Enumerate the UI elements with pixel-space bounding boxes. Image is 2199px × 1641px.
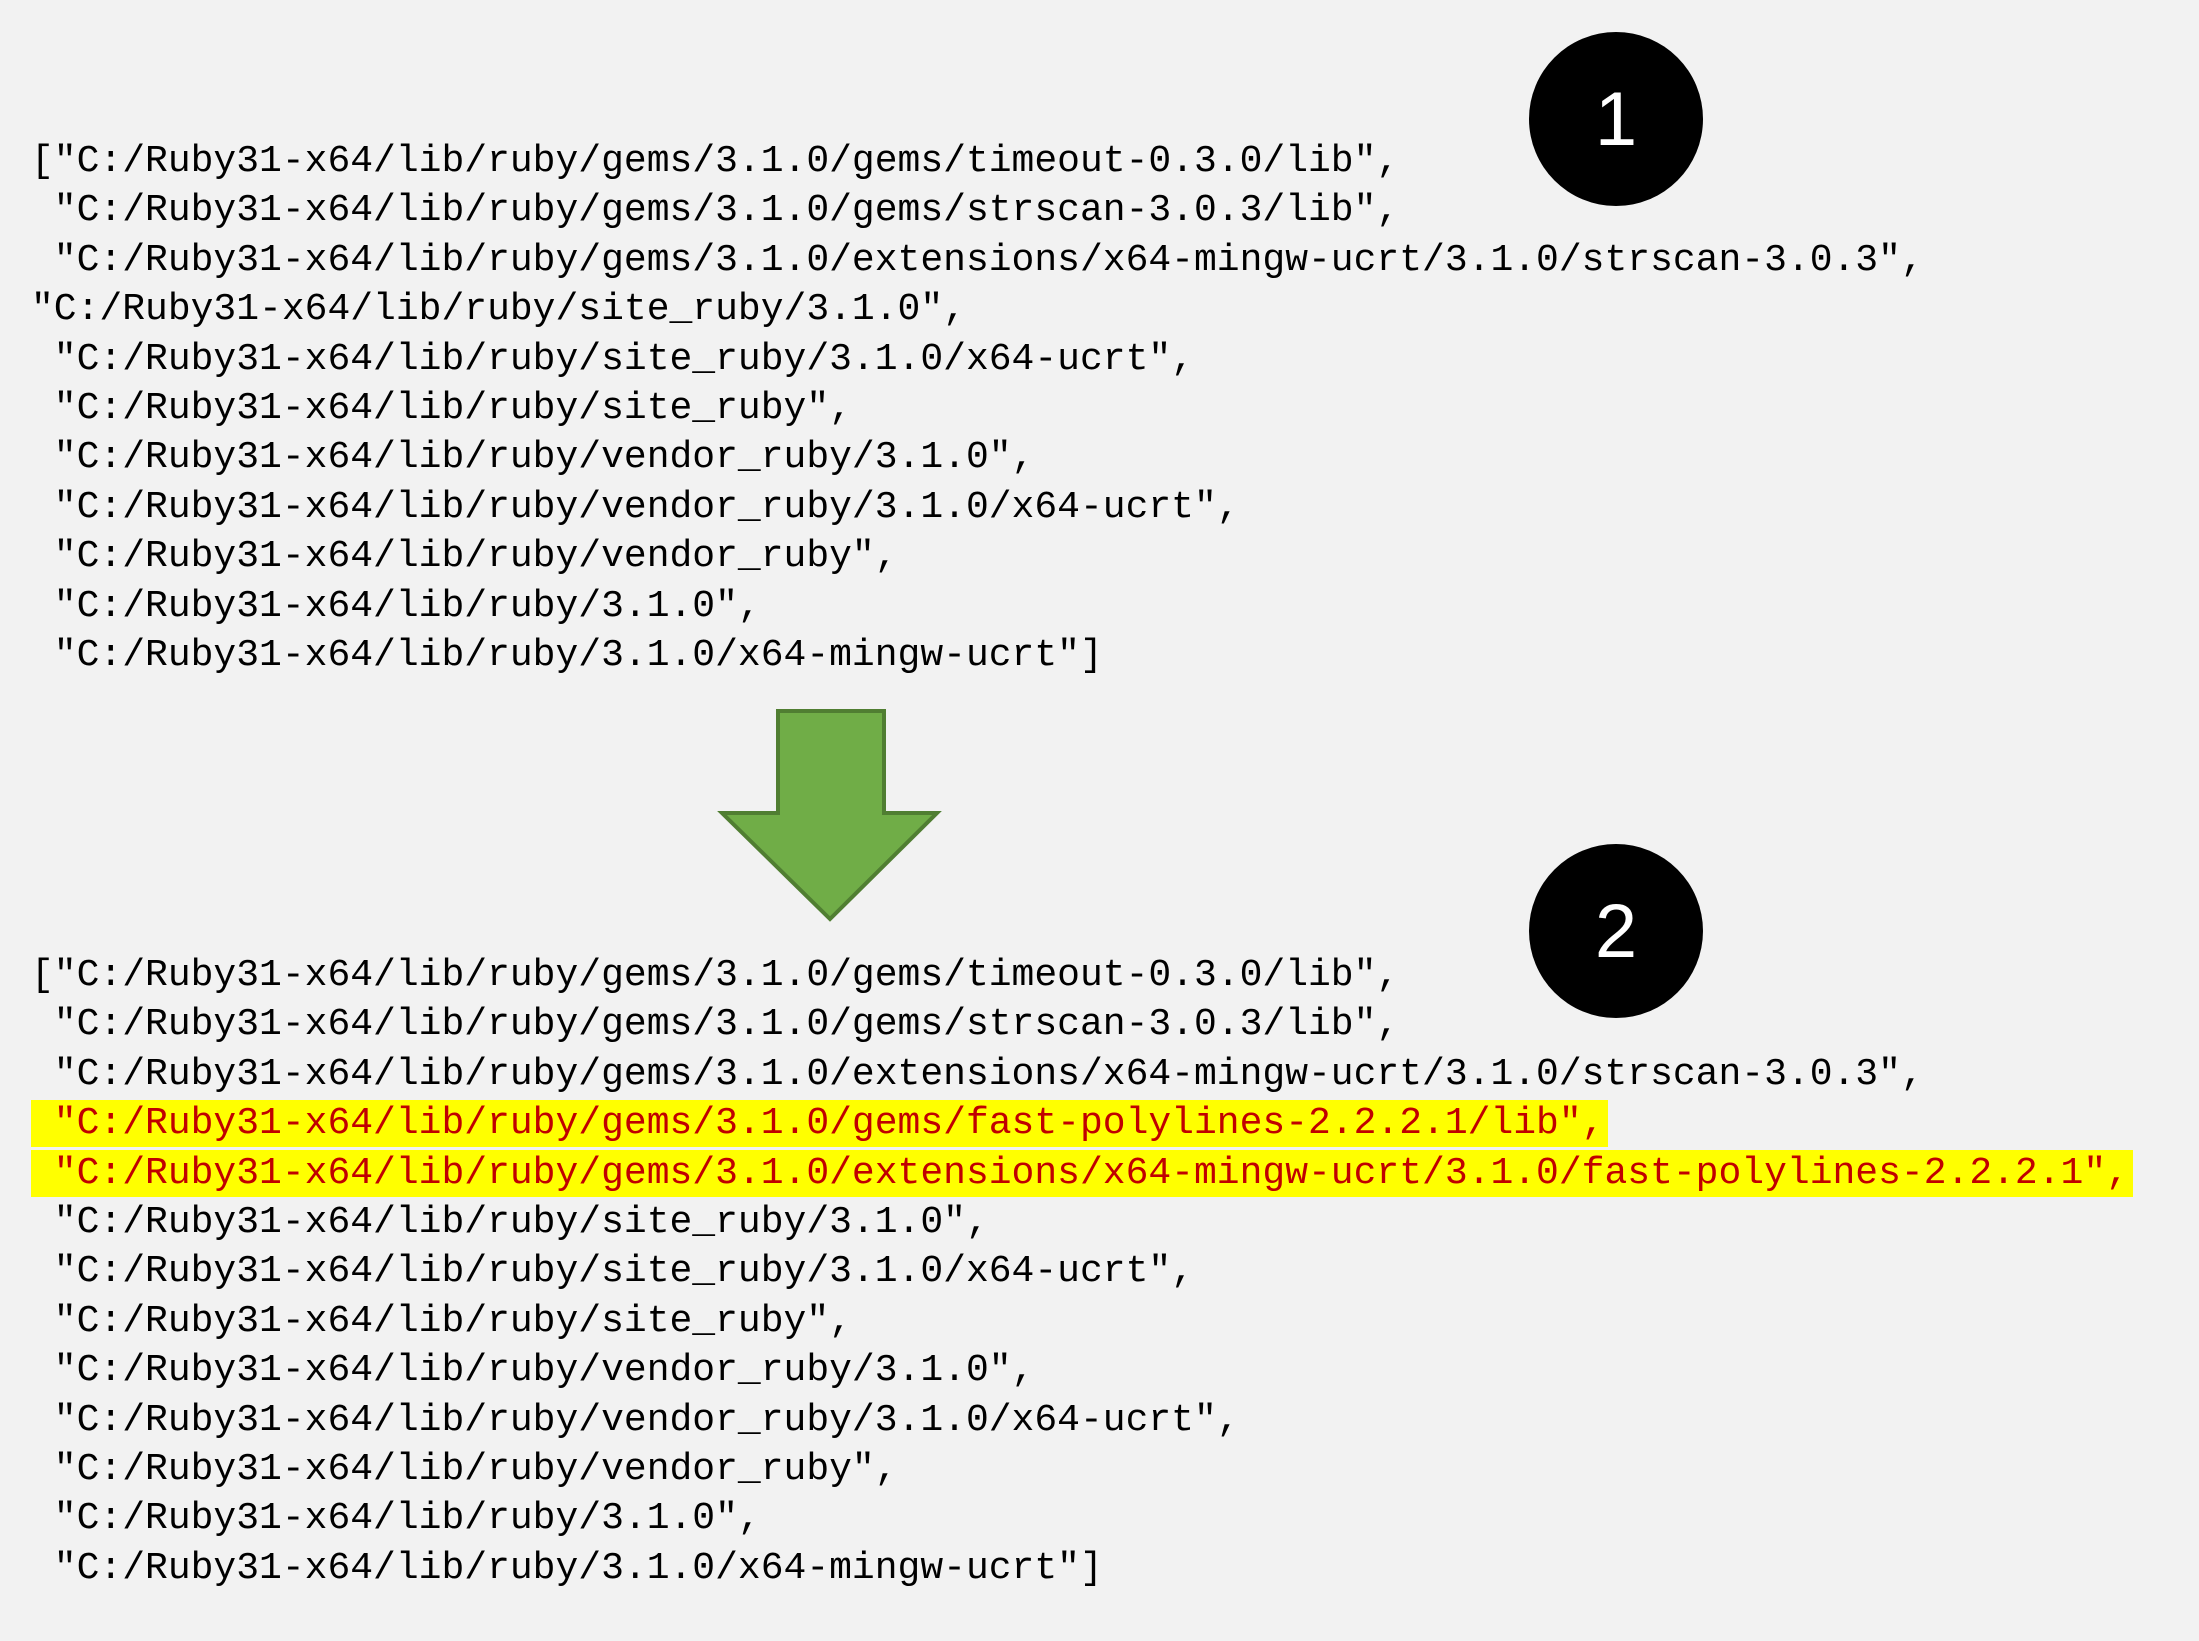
- load-path-line: ["C:/Ruby31-x64/lib/ruby/gems/3.1.0/gems…: [31, 137, 1924, 186]
- path-text: "C:/Ruby31-x64/lib/ruby/site_ruby",: [31, 386, 852, 430]
- load-path-line: "C:/Ruby31-x64/lib/ruby/3.1.0/x64-mingw-…: [31, 631, 1924, 680]
- load-path-line: "C:/Ruby31-x64/lib/ruby/gems/3.1.0/gems/…: [31, 1099, 2133, 1148]
- load-path-line: "C:/Ruby31-x64/lib/ruby/gems/3.1.0/gems/…: [31, 1000, 2133, 1049]
- load-path-line: ["C:/Ruby31-x64/lib/ruby/gems/3.1.0/gems…: [31, 951, 2133, 1000]
- load-path-line: "C:/Ruby31-x64/lib/ruby/site_ruby/3.1.0"…: [31, 1198, 2133, 1247]
- path-text: "C:/Ruby31-x64/lib/ruby/gems/3.1.0/gems/…: [31, 189, 1400, 233]
- path-text: "C:/Ruby31-x64/lib/ruby/gems/3.1.0/exten…: [31, 1052, 1924, 1096]
- path-text: "C:/Ruby31-x64/lib/ruby/site_ruby/3.1.0"…: [31, 1200, 989, 1244]
- path-text: "C:/Ruby31-x64/lib/ruby/vendor_ruby/3.1.…: [31, 1398, 1240, 1442]
- path-text: "C:/Ruby31-x64/lib/ruby/vendor_ruby/3.1.…: [31, 1349, 1035, 1393]
- path-text: ["C:/Ruby31-x64/lib/ruby/gems/3.1.0/gems…: [31, 954, 1400, 997]
- load-path-line: "C:/Ruby31-x64/lib/ruby/gems/3.1.0/exten…: [31, 236, 1924, 285]
- load-path-line: "C:/Ruby31-x64/lib/ruby/site_ruby/3.1.0/…: [31, 335, 1924, 384]
- load-path-line: "C:/Ruby31-x64/lib/ruby/site_ruby",: [31, 384, 1924, 433]
- load-path-line: "C:/Ruby31-x64/lib/ruby/gems/3.1.0/exten…: [31, 1149, 2133, 1198]
- load-path-line: "C:/Ruby31-x64/lib/ruby/site_ruby",: [31, 1297, 2133, 1346]
- load-path-line: "C:/Ruby31-x64/lib/ruby/vendor_ruby/3.1.…: [31, 433, 1924, 482]
- path-text: "C:/Ruby31-x64/lib/ruby/3.1.0/x64-mingw-…: [31, 633, 1103, 677]
- path-text: "C:/Ruby31-x64/lib/ruby/vendor_ruby",: [31, 535, 898, 579]
- path-text: "C:/Ruby31-x64/lib/ruby/gems/3.1.0/exten…: [31, 238, 1924, 282]
- path-text: "C:/Ruby31-x64/lib/ruby/3.1.0",: [31, 584, 761, 628]
- path-text: "C:/Ruby31-x64/lib/ruby/vendor_ruby",: [31, 1447, 898, 1491]
- path-text: "C:/Ruby31-x64/lib/ruby/site_ruby/3.1.0/…: [31, 1250, 1194, 1294]
- load-path-line: "C:/Ruby31-x64/lib/ruby/3.1.0",: [31, 582, 1924, 631]
- load-path-line: "C:/Ruby31-x64/lib/ruby/gems/3.1.0/exten…: [31, 1050, 2133, 1099]
- highlighted-path-text: "C:/Ruby31-x64/lib/ruby/gems/3.1.0/exten…: [31, 1149, 2133, 1197]
- path-text: "C:/Ruby31-x64/lib/ruby/3.1.0/x64-mingw-…: [31, 1546, 1103, 1590]
- load-path-before: ["C:/Ruby31-x64/lib/ruby/gems/3.1.0/gems…: [31, 137, 1924, 680]
- step-badge-1: 1: [1529, 32, 1703, 206]
- load-path-line: "C:/Ruby31-x64/lib/ruby/3.1.0/x64-mingw-…: [31, 1544, 2133, 1593]
- path-text: "C:/Ruby31-x64/lib/ruby/3.1.0",: [31, 1497, 761, 1541]
- arrow-down-shape: [717, 709, 942, 922]
- highlighted-path-text: "C:/Ruby31-x64/lib/ruby/gems/3.1.0/gems/…: [31, 1100, 1609, 1148]
- path-text: "C:/Ruby31-x64/lib/ruby/site_ruby/3.1.0/…: [31, 337, 1194, 381]
- load-path-line: "C:/Ruby31-x64/lib/ruby/vendor_ruby/3.1.…: [31, 1346, 2133, 1395]
- load-path-line: "C:/Ruby31-x64/lib/ruby/site_ruby/3.1.0/…: [31, 1247, 2133, 1296]
- path-text: "C:/Ruby31-x64/lib/ruby/gems/3.1.0/gems/…: [31, 1003, 1400, 1047]
- load-path-line: "C:/Ruby31-x64/lib/ruby/vendor_ruby/3.1.…: [31, 1396, 2133, 1445]
- path-text: "C:/Ruby31-x64/lib/ruby/site_ruby",: [31, 1299, 852, 1343]
- load-path-after: ["C:/Ruby31-x64/lib/ruby/gems/3.1.0/gems…: [31, 951, 2133, 1593]
- load-path-line: "C:/Ruby31-x64/lib/ruby/vendor_ruby",: [31, 1445, 2133, 1494]
- load-path-line: "C:/Ruby31-x64/lib/ruby/site_ruby/3.1.0"…: [31, 285, 1924, 334]
- path-text: ["C:/Ruby31-x64/lib/ruby/gems/3.1.0/gems…: [31, 140, 1400, 183]
- path-text: "C:/Ruby31-x64/lib/ruby/vendor_ruby/3.1.…: [31, 436, 1035, 480]
- load-path-line: "C:/Ruby31-x64/lib/ruby/vendor_ruby",: [31, 532, 1924, 581]
- load-path-line: "C:/Ruby31-x64/lib/ruby/3.1.0",: [31, 1494, 2133, 1543]
- path-text: "C:/Ruby31-x64/lib/ruby/site_ruby/3.1.0"…: [31, 288, 966, 332]
- load-path-line: "C:/Ruby31-x64/lib/ruby/vendor_ruby/3.1.…: [31, 483, 1924, 532]
- path-text: "C:/Ruby31-x64/lib/ruby/vendor_ruby/3.1.…: [31, 485, 1240, 529]
- step-badge-2: 2: [1529, 844, 1703, 1018]
- load-path-line: "C:/Ruby31-x64/lib/ruby/gems/3.1.0/gems/…: [31, 186, 1924, 235]
